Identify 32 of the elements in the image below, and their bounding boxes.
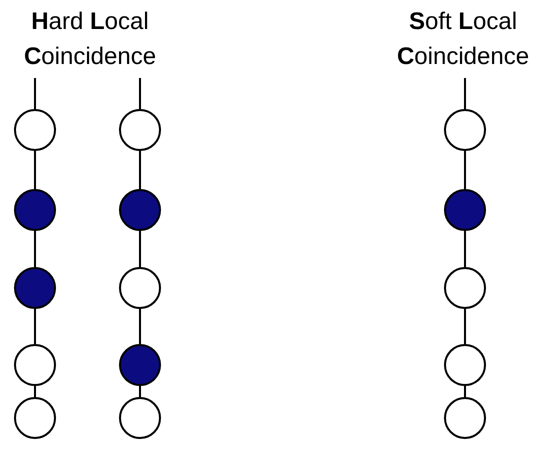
connector-line [34, 78, 36, 109]
connector-line [139, 151, 141, 189]
connector-line [139, 78, 141, 109]
connector-line [139, 386, 141, 397]
empty-circle [444, 397, 486, 439]
connector-line [34, 231, 36, 267]
column-heading: Soft Local Coincidence [396, 7, 530, 72]
filled-circle [119, 189, 161, 231]
connector-line [464, 309, 466, 344]
empty-circle [444, 344, 486, 386]
filled-circle [444, 189, 486, 231]
connector-line [139, 231, 141, 267]
empty-circle [444, 109, 486, 151]
empty-circle [444, 267, 486, 309]
connector-line [34, 151, 36, 189]
connector-line [464, 151, 466, 189]
connector-line [464, 231, 466, 267]
empty-circle [14, 109, 56, 151]
filled-circle [14, 267, 56, 309]
connector-line [464, 78, 466, 109]
column-heading: Hard Local Coincidence [22, 7, 158, 72]
empty-circle [119, 397, 161, 439]
connector-line [464, 386, 466, 397]
connector-line [34, 309, 36, 344]
connector-line [139, 309, 141, 344]
empty-circle [119, 109, 161, 151]
empty-circle [119, 267, 161, 309]
empty-circle [14, 397, 56, 439]
filled-circle [119, 344, 161, 386]
filled-circle [14, 189, 56, 231]
empty-circle [14, 344, 56, 386]
connector-line [34, 386, 36, 397]
